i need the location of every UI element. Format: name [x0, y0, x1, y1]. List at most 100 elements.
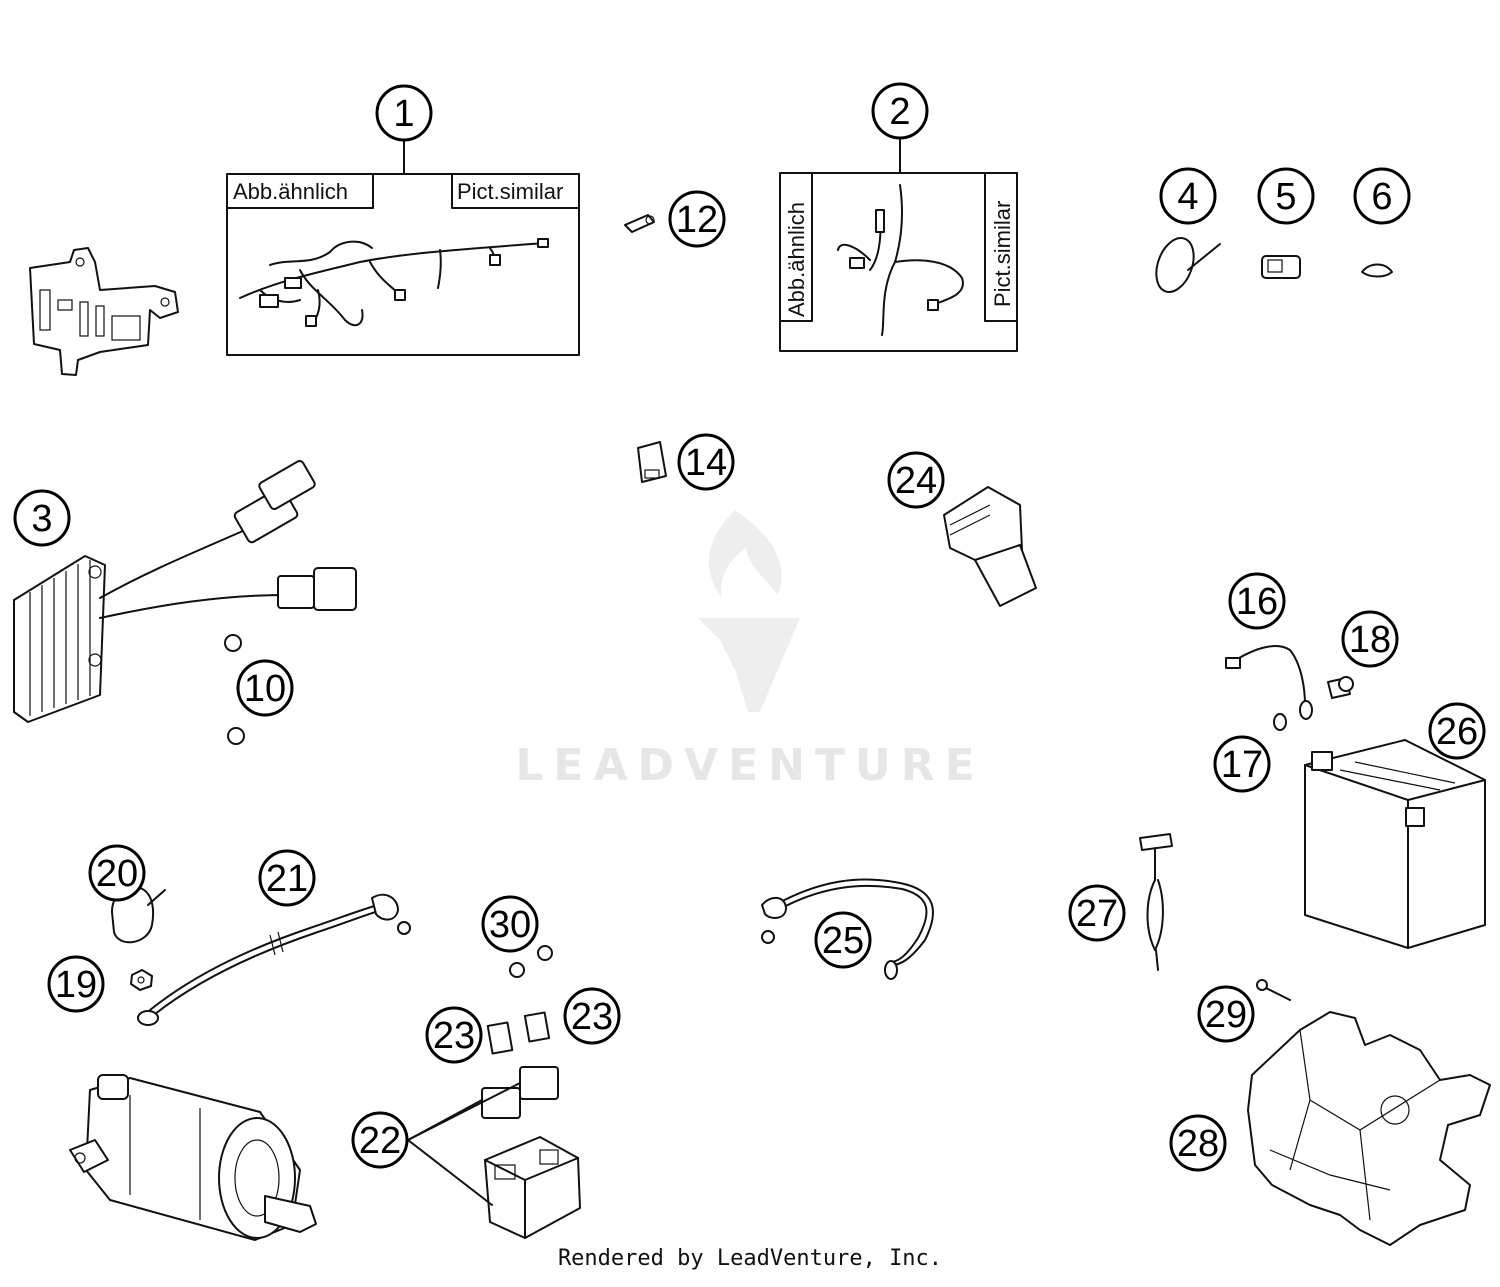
callout-number: 29 [1205, 994, 1247, 1036]
part-12-connector[interactable] [624, 214, 655, 233]
watermark-text: LEADVENTURE [515, 740, 984, 791]
callout-number: 19 [55, 964, 97, 1006]
callout-number: 12 [676, 199, 718, 241]
leader-line-22b [407, 1099, 483, 1141]
callout-circle [425, 1006, 483, 1064]
part-3-voltage-regulator[interactable] [13, 459, 357, 723]
callout-14: 14 [677, 433, 735, 491]
callout-circle [481, 895, 539, 953]
callout-circle [1197, 985, 1255, 1043]
watermark-flame-icon [708, 510, 782, 598]
callout-1: 1 [375, 84, 433, 142]
callout-circle [258, 849, 316, 907]
callout-circle [13, 489, 71, 547]
callout-number: 6 [1371, 176, 1392, 218]
callout-27: 27 [1068, 884, 1126, 942]
callout-circle [1213, 735, 1271, 793]
callout-2: 2 [871, 82, 929, 140]
part-26-battery[interactable] [1304, 739, 1486, 949]
callout-number: 28 [1177, 1123, 1219, 1165]
leader-line-22c [407, 1139, 493, 1206]
callout-circle [814, 911, 872, 969]
watermark: LEADVENTURE [515, 510, 984, 791]
part-wiring-harness-box[interactable]: Abb.ähnlich Pict.similar [779, 172, 1018, 352]
callout-number: 1 [393, 93, 414, 135]
callout-circle [1228, 572, 1286, 630]
part-bracket[interactable] [29, 247, 179, 376]
part-16-ground-wire[interactable] [1225, 645, 1313, 720]
part-5-clip[interactable] [1261, 255, 1301, 279]
callout-circle [1428, 702, 1486, 760]
callout-circle [1159, 167, 1217, 225]
part-19-nut[interactable] [130, 969, 153, 991]
callout-circle [1341, 610, 1399, 668]
box1-label-right: Pict.similar [457, 179, 563, 204]
callout-number: 26 [1436, 711, 1478, 753]
part-21-battery-cable[interactable] [137, 893, 411, 1026]
callout-number: 24 [895, 460, 937, 502]
callout-20: 20 [88, 844, 146, 902]
part-28-battery-holder[interactable] [1247, 1011, 1491, 1246]
callout-23b: 23 [563, 987, 621, 1045]
callout-25: 25 [814, 911, 872, 969]
callout-number: 27 [1076, 893, 1118, 935]
callout-number: 30 [489, 904, 531, 946]
callout-number: 4 [1177, 176, 1198, 218]
callout-circle [871, 82, 929, 140]
callout-10: 10 [236, 659, 294, 717]
callout-circle [351, 1111, 409, 1169]
callout-circle [1068, 884, 1126, 942]
callout-number: 25 [822, 920, 864, 962]
part-22-relay-box[interactable] [407, 1066, 581, 1239]
callout-26: 26 [1428, 702, 1486, 760]
callout-number: 21 [266, 858, 308, 900]
callout-number: 2 [889, 91, 910, 133]
box1-label-left: Abb.ähnlich [233, 179, 348, 204]
callout-circle [563, 987, 621, 1045]
callout-3: 3 [13, 489, 71, 547]
callout-16: 16 [1228, 572, 1286, 630]
box2-label-left: Abb.ähnlich [784, 202, 809, 317]
callout-number: 10 [244, 668, 286, 710]
part-29-screw[interactable] [1256, 979, 1291, 1001]
callout-number: 22 [359, 1120, 401, 1162]
callout-circle [88, 844, 146, 902]
callout-22: 22 [351, 1111, 409, 1169]
part-10-screws[interactable] [224, 634, 245, 745]
callout-6: 6 [1353, 167, 1411, 225]
box2-label-right: Pict.similar [990, 201, 1015, 307]
callout-number: 3 [31, 498, 52, 540]
part-18-bolt[interactable] [1327, 676, 1354, 699]
callout-circle [677, 433, 735, 491]
callout-number: 20 [96, 853, 138, 895]
part-30-screws[interactable] [509, 945, 553, 978]
part-starter-motor[interactable] [69, 1074, 317, 1241]
callout-circle [236, 659, 294, 717]
callout-circle [375, 84, 433, 142]
part-24-module[interactable] [943, 486, 1037, 607]
callout-number: 16 [1236, 581, 1278, 623]
callout-21: 21 [258, 849, 316, 907]
part-main-wiring-harness-box[interactable]: Abb.ähnlich Pict.similar [226, 173, 580, 356]
callout-circle [1257, 167, 1315, 225]
part-6-clamp[interactable] [1361, 263, 1393, 278]
callout-29: 29 [1197, 985, 1255, 1043]
callout-circle [47, 955, 105, 1013]
part-27-sensor[interactable] [1139, 833, 1173, 971]
watermark-v-icon [698, 618, 800, 712]
part-23-fuses[interactable] [486, 1011, 551, 1055]
part-4-cable-tie[interactable] [1149, 233, 1221, 297]
callout-number: 23 [571, 996, 613, 1038]
part-17-washer[interactable] [1273, 713, 1287, 731]
callout-circle [887, 451, 945, 509]
callout-30: 30 [481, 895, 539, 953]
callout-19: 19 [47, 955, 105, 1013]
part-25-cable[interactable] [761, 878, 934, 980]
part-14-connector[interactable] [637, 441, 667, 483]
callout-18: 18 [1341, 610, 1399, 668]
callout-number: 14 [685, 442, 727, 484]
callout-23a: 23 [425, 1006, 483, 1064]
